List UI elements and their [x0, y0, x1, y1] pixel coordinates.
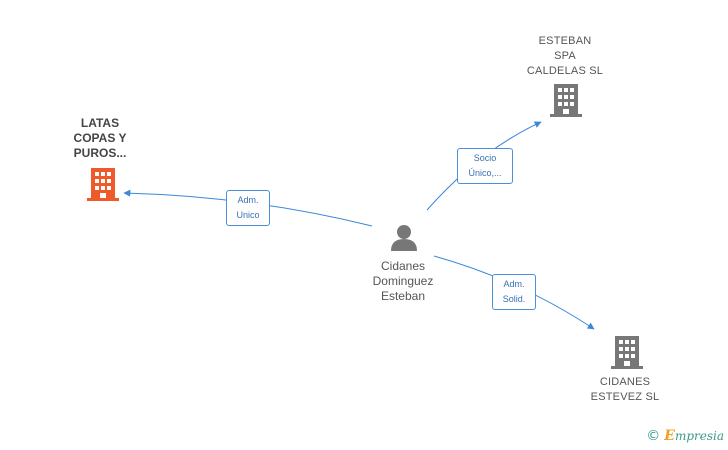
edge-label-socio-unico[interactable]: Socio Único,...: [457, 148, 513, 184]
brand-logo-initial: E: [664, 428, 675, 444]
building-icon[interactable]: [550, 84, 582, 117]
node-label-person[interactable]: Cidanes Dominguez Esteban: [372, 259, 434, 303]
node-label-latas[interactable]: LATAS COPAS Y PUROS...: [73, 116, 127, 160]
node-label-esteban[interactable]: ESTEBAN SPA CALDELAS SL: [526, 35, 604, 77]
brand-watermark: © E mpresia: [646, 428, 724, 444]
edge-label-adm-unico[interactable]: Adm. Unico: [226, 190, 270, 226]
copyright-icon: ©: [646, 428, 661, 444]
person-icon[interactable]: [391, 225, 417, 251]
edge-label-adm-solid[interactable]: Adm. Solid.: [492, 274, 536, 310]
building-icon[interactable]: [611, 336, 643, 369]
brand-logo-text: mpresia: [674, 429, 724, 443]
building-icon[interactable]: [87, 168, 119, 201]
node-label-cidanes-sl[interactable]: CIDANES ESTEVEZ SL: [590, 376, 660, 403]
